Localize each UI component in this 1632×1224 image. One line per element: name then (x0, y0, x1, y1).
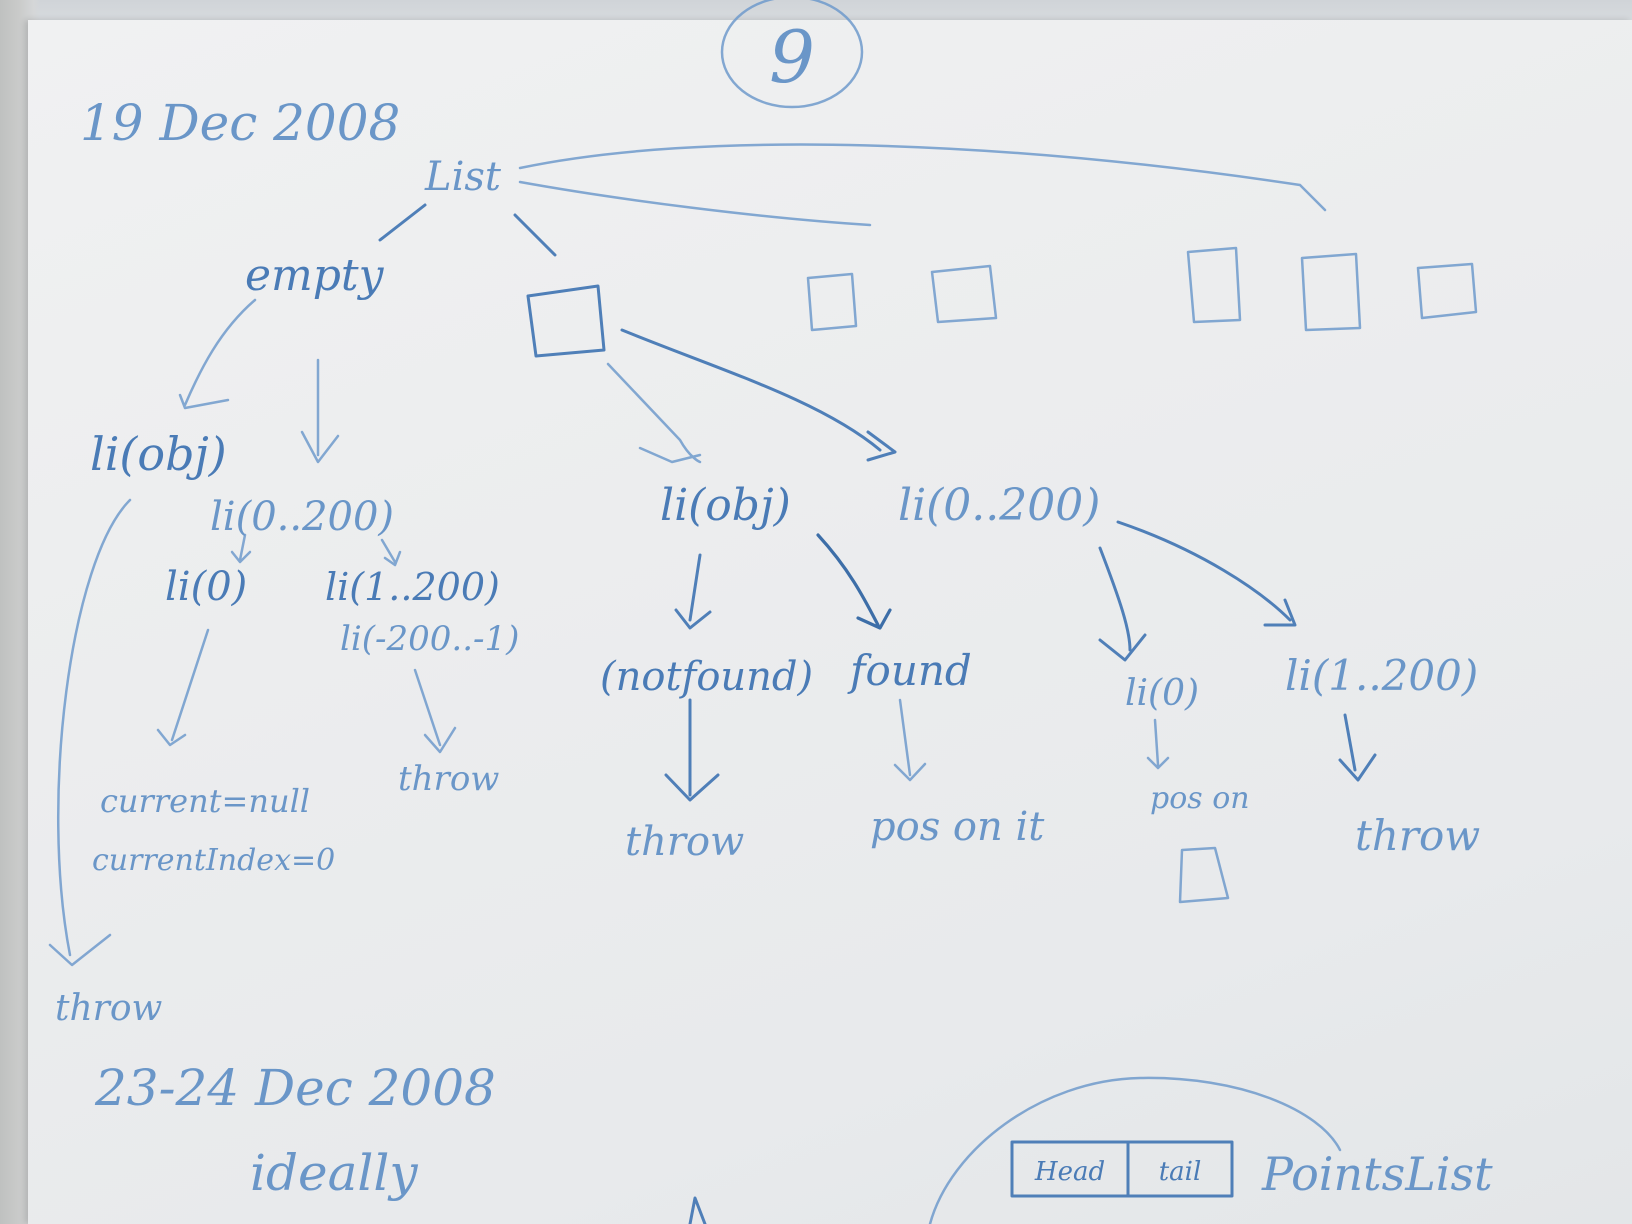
right-pos-cell (1178, 846, 1230, 904)
left-li-neg-range: li(-200..-1) (340, 619, 519, 659)
left-li-obj: li(obj) (90, 427, 227, 481)
right-found: found (847, 646, 972, 695)
right-zero-to-pos-arrow (1146, 718, 1170, 770)
list-cell-1 (526, 284, 606, 358)
ideally-label: ideally (250, 1144, 418, 1202)
list-cell-4 (1186, 246, 1242, 324)
right-li-one-range: li(1..200) (1285, 651, 1478, 700)
empty-to-li-obj-arrow (178, 298, 257, 410)
left-li-range: li(0..200) (210, 494, 394, 540)
head-label: Head (1034, 1157, 1105, 1187)
pointslist-label: PointsList (1261, 1147, 1493, 1201)
empty-to-li-range-arrow (300, 358, 340, 464)
right-throw-a: throw (625, 819, 744, 865)
bottom-partial-stroke (688, 1196, 707, 1224)
right-notfound-to-throw-arrow (664, 698, 720, 802)
cell-to-right-li-range-arrow (620, 328, 897, 462)
root-to-middle-cells-line (518, 180, 872, 227)
page-number: 9 (769, 15, 815, 99)
right-obj-to-notfound-arrow (674, 553, 712, 630)
list-cell-2 (806, 272, 858, 332)
root-to-first-cell-line (513, 213, 557, 257)
right-pos-on: pos on (1150, 781, 1250, 816)
empty-label: empty (245, 250, 385, 301)
left-current-index: currentIndex=0 (92, 843, 335, 878)
list-cell-6 (1416, 262, 1478, 320)
right-li-range: li(0..200) (898, 480, 1100, 531)
left-li-one-range: li(1..200) (325, 565, 500, 609)
left-range-to-one-range-arrow (380, 538, 402, 567)
left-range-to-zero-arrow (230, 533, 252, 564)
right-pos-on-it: pos on it (870, 804, 1045, 850)
page-number-mark: 9 (720, 0, 864, 109)
left-neg-to-throw-arrow (413, 668, 457, 754)
right-one-range-to-throw-arrow (1338, 713, 1377, 782)
paper-sheet (28, 20, 1632, 1224)
root-to-empty-line (378, 203, 427, 242)
root-to-far-cells-line (518, 143, 1327, 212)
left-throw-bottom: throw (55, 988, 163, 1029)
bottom-arc (928, 1076, 1342, 1224)
list-cells (526, 246, 1478, 358)
right-range-to-zero-arrow (1098, 546, 1147, 662)
left-throw-mid: throw (398, 759, 499, 799)
date-second: 23-24 Dec 2008 (94, 1059, 496, 1117)
right-li-obj: li(obj) (660, 480, 791, 531)
tail-label: tail (1159, 1157, 1202, 1187)
right-throw-b: throw (1355, 811, 1480, 860)
page-number-circle (720, 0, 864, 109)
left-li-zero: li(0) (165, 564, 247, 610)
cell-to-right-li-obj-arrow (606, 362, 702, 464)
head-tail-box: Head tail (1010, 1140, 1234, 1198)
list-cell-5 (1300, 252, 1362, 332)
root-label: List (424, 154, 502, 200)
list-cell-3 (930, 264, 998, 324)
right-found-to-pos-arrow (893, 698, 927, 782)
right-li-zero: li(0) (1125, 673, 1199, 714)
left-current-null: current=null (100, 782, 310, 820)
left-li-obj-to-throw-arrow (48, 498, 132, 967)
left-zero-to-current-arrow (156, 628, 210, 747)
right-not-found: (notfound) (600, 654, 813, 700)
tail-cell (1126, 1140, 1234, 1198)
date-first: 19 Dec 2008 (80, 94, 400, 152)
right-range-to-one-range-arrow (1116, 520, 1297, 627)
right-obj-to-found-arrow (816, 533, 892, 630)
